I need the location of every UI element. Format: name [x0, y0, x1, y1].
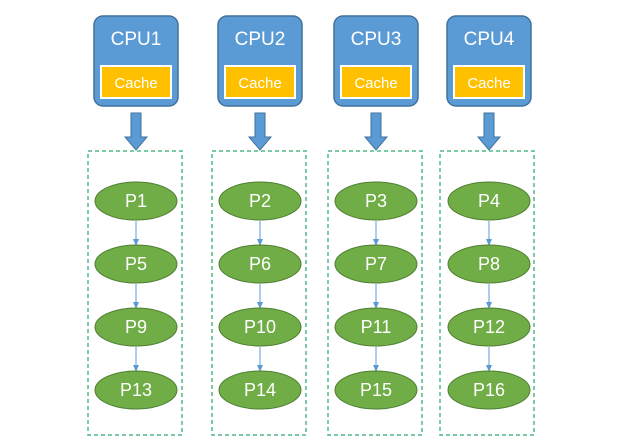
cache-box — [100, 65, 172, 99]
cpu-label: CPU2 — [235, 29, 286, 50]
down-arrow-icon — [476, 112, 502, 151]
cpu-label: CPU3 — [351, 29, 402, 50]
process-label: P3 — [365, 191, 387, 211]
process-node — [334, 370, 418, 410]
process-node — [447, 307, 531, 347]
process-node — [334, 307, 418, 347]
process-node — [447, 370, 531, 410]
process-node — [94, 244, 178, 284]
process-label: P2 — [249, 191, 271, 211]
cache-label: Cache — [114, 75, 157, 92]
process-label: P15 — [360, 380, 392, 400]
process-label: P6 — [249, 254, 271, 274]
process-label: P14 — [244, 380, 276, 400]
process-label: P5 — [125, 254, 147, 274]
process-label: P1 — [125, 191, 147, 211]
cache-box — [453, 65, 525, 99]
process-node — [218, 244, 302, 284]
process-node — [218, 181, 302, 221]
cpu-label: CPU1 — [111, 29, 162, 50]
cache-box — [224, 65, 296, 99]
cache-box — [340, 65, 412, 99]
down-arrow-icon — [247, 112, 273, 151]
down-arrow-icon — [363, 112, 389, 151]
cpu-label: CPU4 — [464, 29, 515, 50]
process-label: P13 — [120, 380, 152, 400]
process-node — [218, 307, 302, 347]
process-node — [447, 244, 531, 284]
process-label: P16 — [473, 380, 505, 400]
process-node — [334, 244, 418, 284]
process-label: P8 — [478, 254, 500, 274]
process-label: P4 — [478, 191, 500, 211]
process-node — [94, 307, 178, 347]
cache-label: Cache — [354, 75, 397, 92]
process-label: P9 — [125, 317, 147, 337]
process-node — [334, 181, 418, 221]
process-label: P10 — [244, 317, 276, 337]
cache-label: Cache — [238, 75, 281, 92]
cache-label: Cache — [467, 75, 510, 92]
process-node — [218, 370, 302, 410]
process-node — [447, 181, 531, 221]
process-label: P11 — [361, 317, 392, 337]
down-arrow-icon — [123, 112, 149, 151]
process-node — [94, 181, 178, 221]
process-node — [94, 370, 178, 410]
process-label: P7 — [365, 254, 387, 274]
process-label: P12 — [473, 317, 505, 337]
